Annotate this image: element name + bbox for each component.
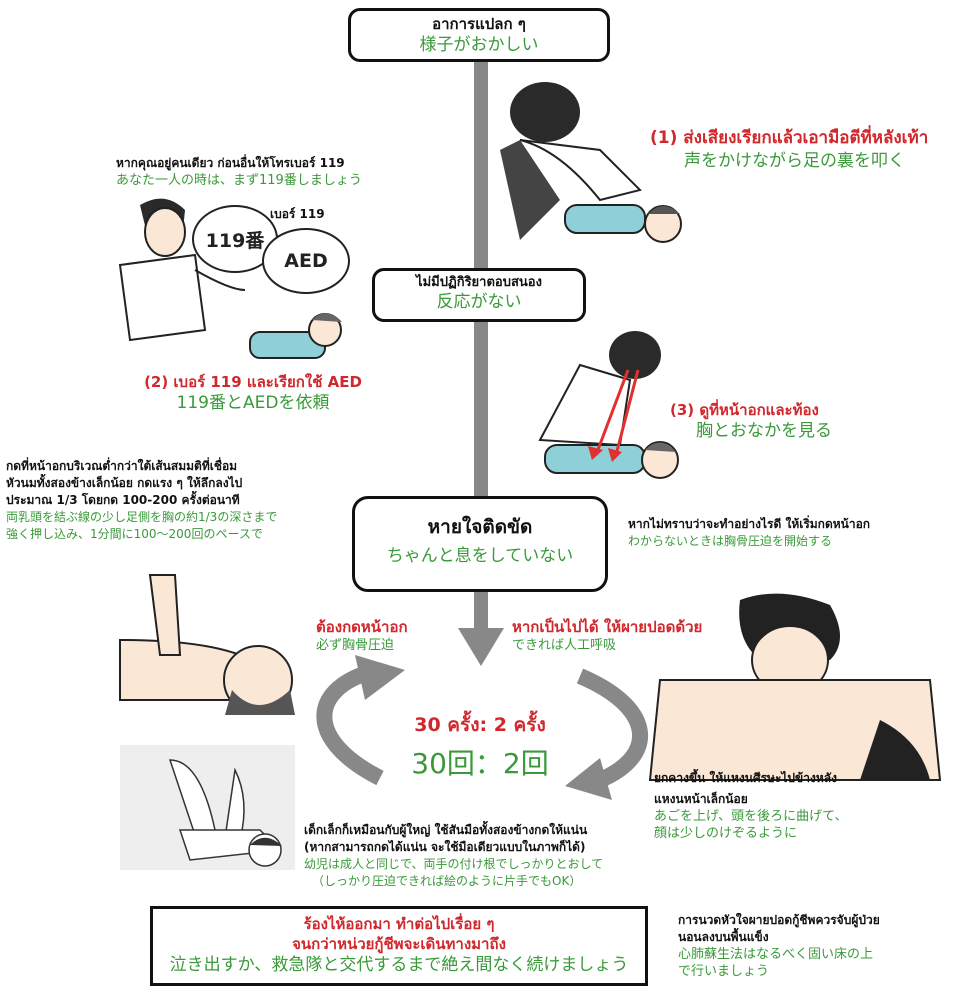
bubble-aed: AED [262, 228, 350, 294]
child-note: เด็กเล็กก็เหมือนกับผู้ใหญ่ ใช้สันมือทั้ง… [304, 822, 664, 890]
chin-note: ยกคางขึ้น ให้แหงนศีรษะไปข้างหลัง แหงนหน้… [654, 770, 934, 842]
step2-text: (2) เบอร์ 119 และเรียกใช้ AED 119番とAEDを依… [108, 372, 398, 415]
compress-th1: กดที่หน้าอกบริเวณต่ำกว่าใต้เส้นสมมติที่เ… [6, 459, 238, 473]
box-breath-jp: ちゃんと息をしていない [386, 546, 574, 566]
must-compress: ต้องกดหน้าอก 必ず胸骨圧迫 [316, 617, 446, 654]
cycle-arrow-left-head [355, 655, 405, 700]
step2-jp: 119番とAEDを依頼 [176, 393, 330, 413]
alone-jp: あなた一人の時は、まず119番しましょう [116, 173, 362, 188]
child-th2: (หากสามารถกดได้แน่น จะใช้มือเดียวแบบในภา… [304, 840, 586, 854]
ratio: 30 ครั้ง: 2 ครั้ง 30回：2回 [380, 712, 580, 784]
cycle-arrow-right-head [565, 758, 612, 800]
chin-jp2: 顔は少しのけぞるように [654, 826, 798, 841]
step2-th: (2) เบอร์ 119 และเรียกใช้ AED [144, 373, 362, 391]
continue-th1: ร้องไห้ออกมา ทำต่อไปเรื่อย ๆ [303, 915, 495, 933]
step3-jp: 胸とおなかを見る [696, 421, 832, 441]
box-strange-th: อาการแปลก ๆ [432, 15, 526, 33]
bubble-119-text: 119番 [205, 229, 265, 252]
step1-text: (1) ส่งเสียงเรียกแล้วเอามือตีที่หลังเท้า… [650, 127, 955, 173]
ratio-th: 30 ครั้ง: 2 ครั้ง [414, 714, 546, 736]
unsure-note: หากไม่ทราบว่าจะทำอย่างไรดี ให้เริ่มกดหน้… [628, 516, 958, 550]
ifpossible-jp: できれば人工呼吸 [512, 638, 617, 653]
box-strange-jp: 様子がおかしい [419, 35, 539, 55]
must-jp: 必ず胸骨圧迫 [316, 638, 395, 653]
illustration-rescue-breath [648, 593, 942, 781]
if-possible: หากเป็นไปได้ ให้ผายปอดด้วย できれば人工呼吸 [512, 617, 722, 654]
ratio-jp: 30回：2回 [411, 747, 549, 780]
chin-th2: แหงนหน้าเล็กน้อย [654, 792, 748, 806]
ifpossible-th: หากเป็นไปได้ ให้ผายปอดด้วย [512, 618, 703, 636]
compress-th3: ประมาณ 1/3 โดยกด 100-200 ครั้งต่อนาที [6, 493, 240, 507]
floor-th1: การนวดหัวใจผายปอดกู้ชีพควรจับผู้ป่วย [678, 913, 880, 927]
box-noresp-jp: 反応がない [436, 292, 522, 312]
step1-th: (1) ส่งเสียงเรียกแล้วเอามือตีที่หลังเท้า [650, 128, 929, 148]
compress-jp1: 両乳頭を結ぶ線の少し足側を胸の約1/3の深さまで [6, 510, 278, 524]
child-th1: เด็กเล็กก็เหมือนกับผู้ใหญ่ ใช้สันมือทั้ง… [304, 823, 588, 837]
floor-th2: นอนลงบนพื้นแข็ง [678, 930, 769, 944]
continue-th2: จนกว่าหน่วยกู้ชีพจะเดินทางมาถึง [292, 935, 506, 953]
box-breath-th: หายใจติดขัด [427, 516, 533, 538]
child-jp1: 幼児は成人と同じで、両手の付け根でしっかりとおして [304, 857, 604, 871]
floor-jp2: で行いましょう [678, 964, 770, 979]
compress-note: กดที่หน้าอกบริเวณต่ำกว่าใต้เส้นสมมติที่เ… [6, 458, 346, 543]
illustration-tap-foot [500, 82, 682, 243]
box-breathing: หายใจติดขัด ちゃんと息をしていない [352, 496, 608, 592]
bubble-aed-text: AED [284, 250, 328, 272]
compress-th2: หัวนมทั้งสองข้างเล็กน้อย กดแรง ๆ ให้ลึกล… [6, 476, 243, 490]
child-jp2: （しっかり圧迫できれば絵のように片手でもOK） [312, 874, 582, 888]
box-strange-symptoms: อาการแปลก ๆ 様子がおかしい [348, 8, 610, 62]
box-continue: ร้องไห้ออกมา ทำต่อไปเรื่อย ๆ จนกว่าหน่วย… [150, 906, 648, 986]
illustration-child-compress [120, 745, 295, 870]
flow-arrow-shaft [474, 40, 488, 630]
step3-th: (3) ดูที่หน้าอกและท้อง [670, 401, 819, 419]
box-noresp-th: ไม่มีปฏิกิริยาตอบสนอง [416, 275, 542, 290]
compress-jp2: 強く押し込み、1分間に100〜200回のペースで [6, 527, 263, 541]
bubble-label: เบอร์ 119 [270, 207, 325, 221]
flow-arrow-head [458, 628, 504, 666]
chin-th1: ยกคางขึ้น ให้แหงนศีรษะไปข้างหลัง [654, 771, 837, 785]
illustration-call-119 [118, 198, 342, 359]
alone-th: หากคุณอยู่คนเดียว ก่อนอื่นให้โทรเบอร์ 11… [116, 156, 345, 170]
illustration-chest-compress [119, 574, 295, 715]
cycle-arrow-left [316, 664, 384, 786]
alone-note: หากคุณอยู่คนเดียว ก่อนอื่นให้โทรเบอร์ 11… [116, 155, 436, 189]
unsure-jp: わからないときは胸骨圧迫を開始する [628, 534, 833, 548]
step3-text: (3) ดูที่หน้าอกและท้อง 胸とおなかを見る [670, 400, 890, 443]
unsure-th: หากไม่ทราบว่าจะทำอย่างไรดี ให้เริ่มกดหน้… [628, 517, 871, 531]
illustration-look-chest [538, 331, 679, 479]
floor-jp1: 心肺蘇生法はなるべく固い床の上 [678, 947, 874, 962]
box-no-response: ไม่มีปฏิกิริยาตอบสนอง 反応がない [372, 268, 586, 322]
must-th: ต้องกดหน้าอก [316, 618, 408, 636]
step1-jp: 声をかけながら足の裏を叩く [684, 151, 905, 171]
continue-jp: 泣き出すか、救急隊と交代するまで絶え間なく続けましょう [169, 955, 629, 975]
floor-note: การนวดหัวใจผายปอดกู้ชีพควรจับผู้ป่วย นอน… [678, 912, 948, 980]
chin-jp1: あごを上げ、頭を後ろに曲げて、 [654, 809, 848, 824]
cycle-arrow-right [576, 668, 649, 790]
